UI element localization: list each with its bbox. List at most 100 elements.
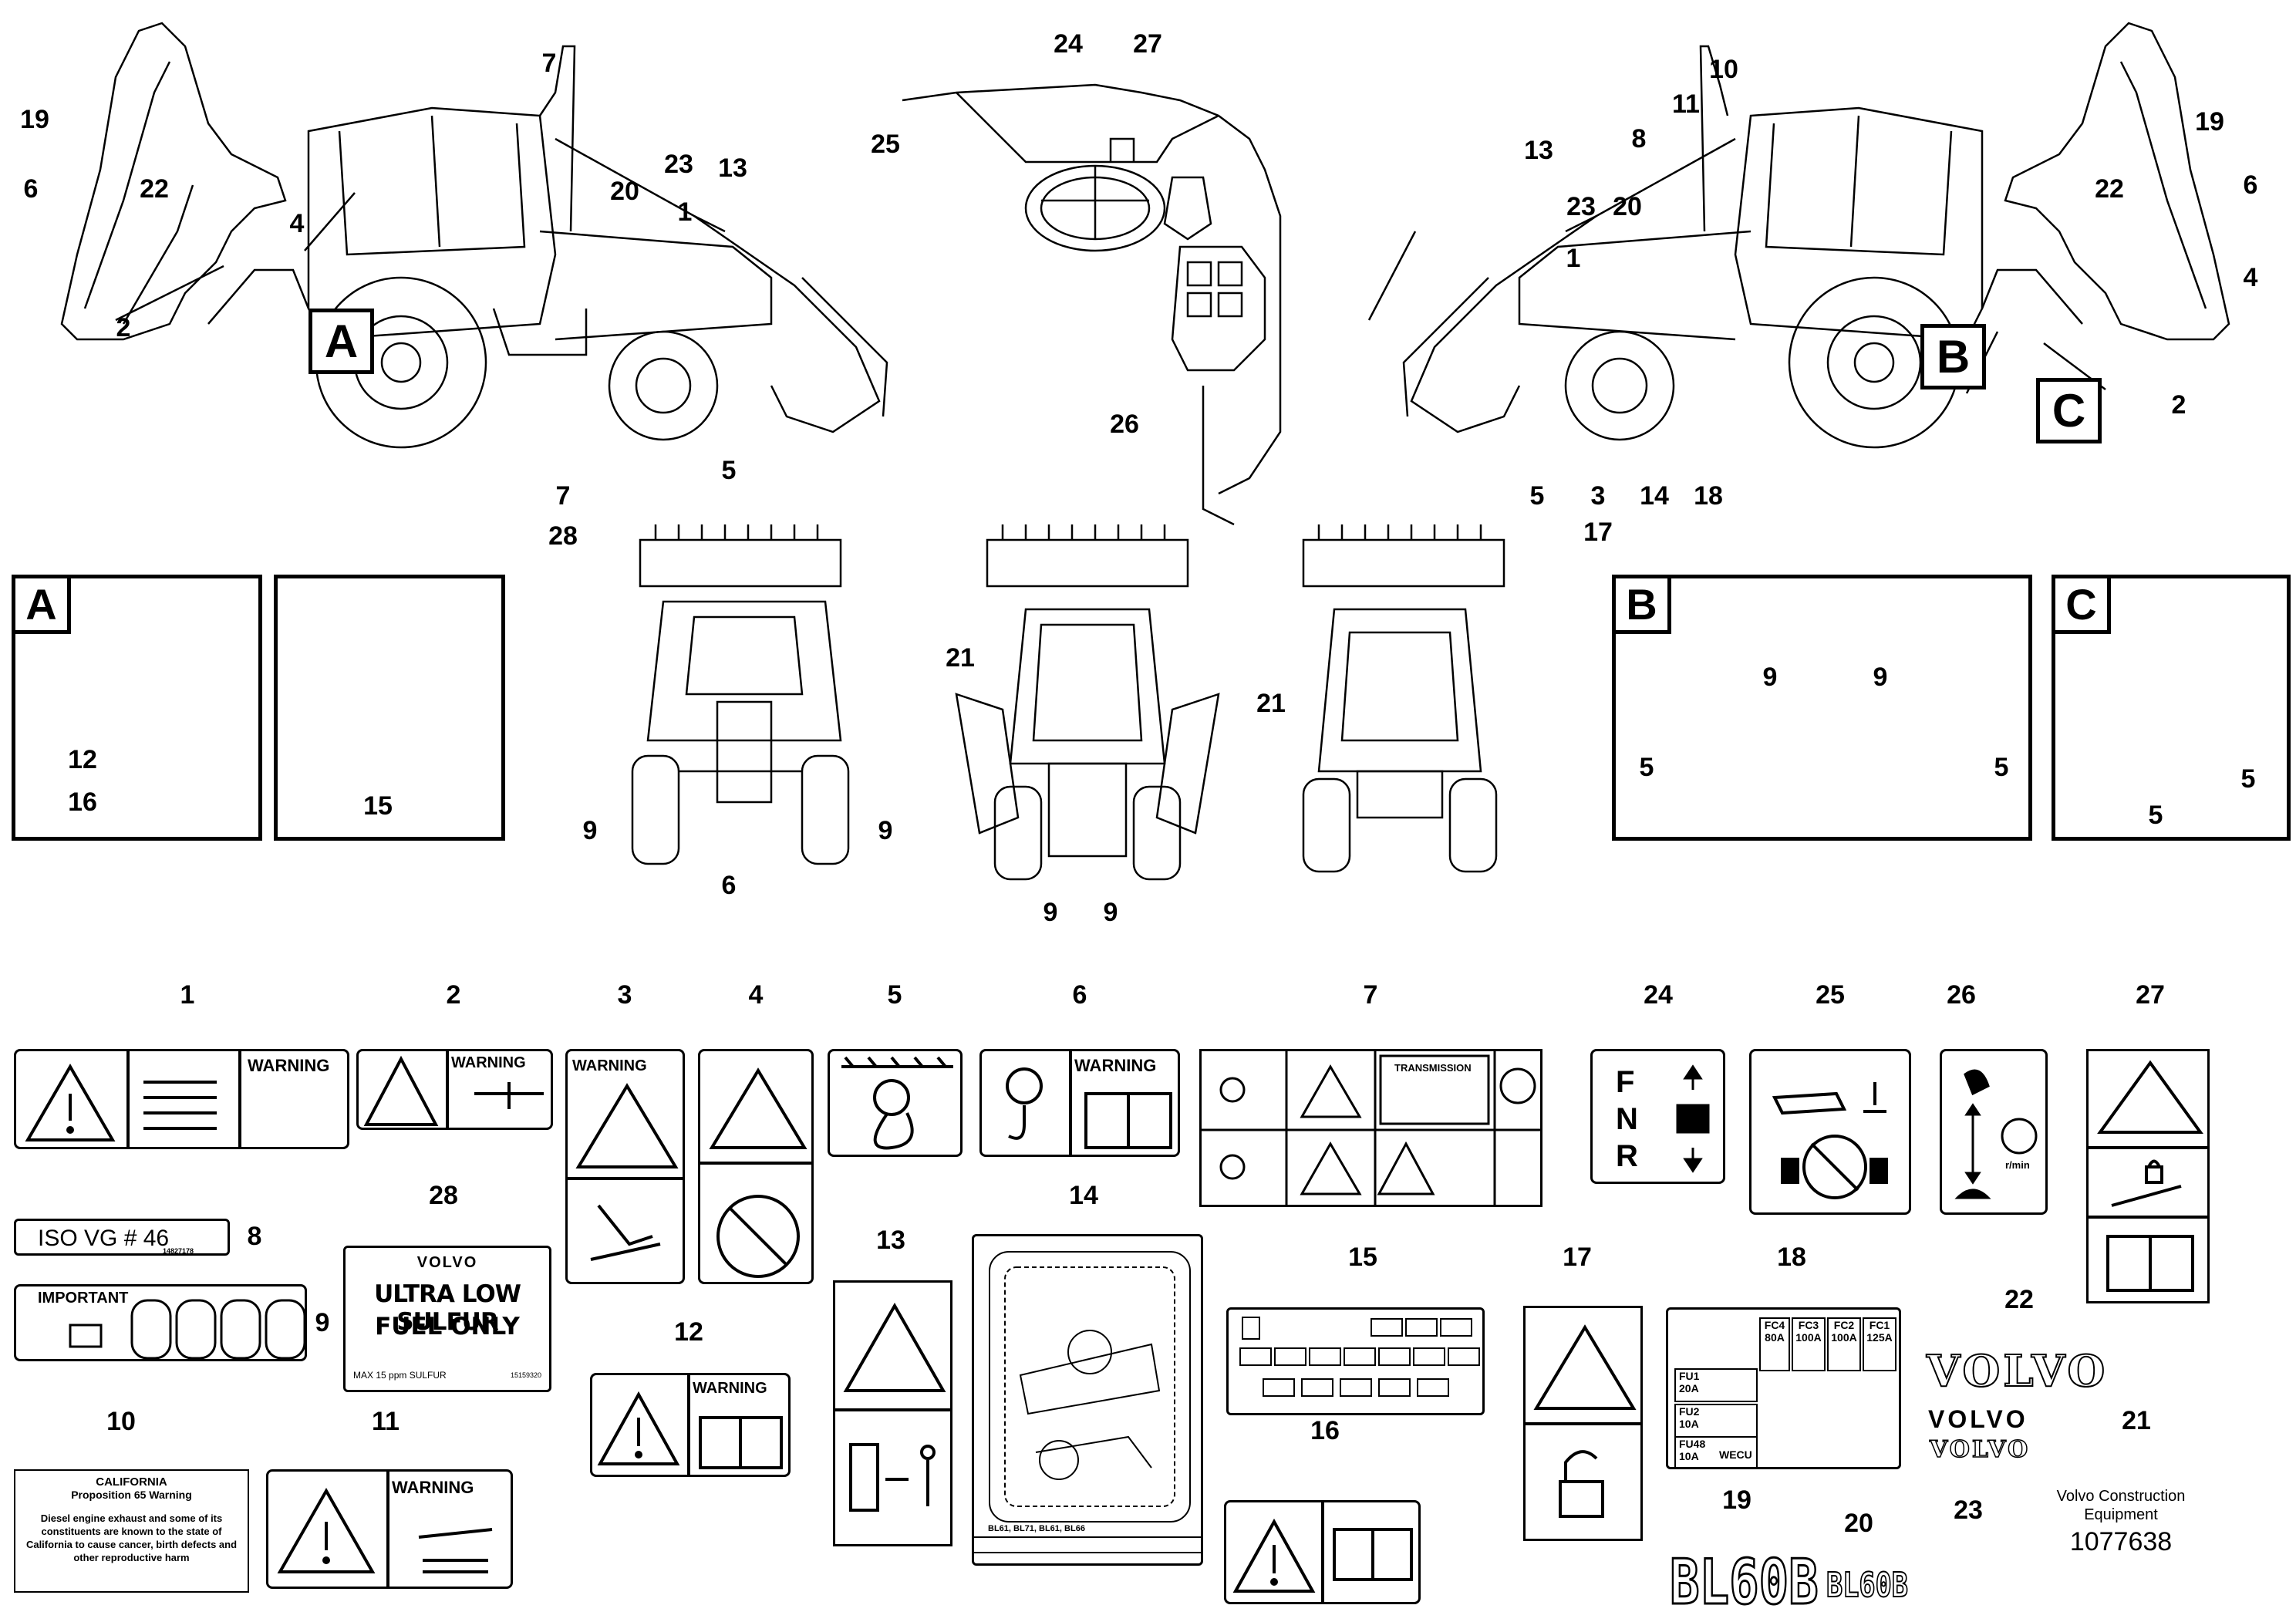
decal-label-5: 5 (887, 980, 902, 1010)
ref-5-left: 5 (721, 456, 737, 485)
decal-4 (698, 1049, 814, 1284)
shift-f: F (1616, 1065, 1635, 1099)
decal-8: ISO VG # 46 14827178 (14, 1219, 230, 1256)
ref-5-br: 5 (1994, 753, 2009, 782)
fuse-wecu: WECU (1719, 1448, 1752, 1461)
decal-label-3: 3 (617, 980, 632, 1010)
decal-label-20: 20 (1844, 1509, 1873, 1538)
crush-hazard-icon (363, 1051, 544, 1128)
transmission-decal-art (1202, 1051, 1540, 1205)
keep-distance-icon (835, 1302, 950, 1512)
decal-11: WARNING (266, 1469, 513, 1589)
decal-label-23: 23 (1954, 1496, 1983, 1525)
ref-21-r3: 21 (1256, 689, 1286, 718)
ref-4-left: 4 (289, 209, 305, 238)
ref-5-cl: 5 (2148, 801, 2163, 830)
detail-box-c: C (2052, 575, 2291, 841)
ref-1-left: 1 (677, 197, 693, 227)
decal-label-24: 24 (1644, 980, 1673, 1010)
decal-9-controls-icon (69, 1299, 305, 1359)
ref-16-boxa: 16 (68, 787, 97, 817)
leader-lines (115, 192, 2106, 394)
shift-r: R (1616, 1139, 1638, 1173)
ref-15-box: 15 (363, 791, 393, 821)
decal-15 (1226, 1307, 1485, 1415)
decal-7-transmission: TRANSMISSION (1394, 1062, 1472, 1074)
ref-6-right: 6 (2243, 170, 2258, 200)
decal-5 (828, 1049, 963, 1157)
decal-10-title: CALIFORNIA (96, 1475, 167, 1489)
decal-28-part: 15159320 (510, 1371, 541, 1379)
hook-manual-icon (1006, 1051, 1172, 1155)
ref-20-right: 20 (1613, 192, 1642, 221)
decal-28-small: MAX 15 ppm SULFUR (353, 1370, 447, 1381)
company-name: Volvo Construction Equipment (2044, 1487, 2198, 1524)
ref-9-r2r: 9 (1103, 898, 1118, 927)
decal-1: WARNING (14, 1049, 349, 1149)
decal-6-warning: WARNING (1074, 1056, 1157, 1075)
decal-28-brand: VOLVO (416, 1254, 478, 1271)
ref-22-left: 22 (140, 174, 169, 204)
decal-28-line2: FUEL ONLY (375, 1313, 520, 1340)
decal-28: VOLVO ULTRA LOW SULFUR FUEL ONLY MAX 15 … (343, 1246, 551, 1392)
decal-17 (1523, 1306, 1643, 1541)
decal-label-12: 12 (674, 1317, 703, 1347)
ref-7-top: 7 (541, 49, 557, 78)
decal-label-10: 10 (106, 1407, 136, 1436)
decal-26: r/min (1940, 1049, 2048, 1215)
decal-26-rpm: r/min (2005, 1159, 2030, 1171)
unlock-icon (1526, 1324, 1640, 1518)
service-diagram-art (974, 1251, 1201, 1553)
decal-label-8: 8 (247, 1222, 262, 1251)
decal-7: TRANSMISSION (1199, 1049, 1542, 1207)
ref-2-left: 2 (116, 313, 131, 342)
ref-13-right: 13 (1524, 136, 1553, 165)
decal-label-7: 7 (1363, 980, 1378, 1010)
lock-manual-icon (2089, 1060, 2207, 1292)
decal-label-13: 13 (876, 1226, 905, 1255)
ref-23-right: 23 (1566, 192, 1596, 221)
decal-1-warning: WARNING (248, 1056, 330, 1075)
callout-b: B (1920, 324, 1986, 389)
fall-hazard-icon (568, 1083, 683, 1261)
ref-19-right: 19 (2195, 107, 2224, 137)
decal-28-line1: ULTRA LOW SULFUR (374, 1280, 521, 1336)
model-badge-19: BL60B (1669, 1546, 1819, 1620)
ref-13-left: 13 (718, 153, 747, 183)
ref-8-right: 8 (1631, 124, 1647, 153)
right-side-view (1402, 22, 2230, 449)
decal-16 (1224, 1500, 1421, 1604)
decal-10-sub: Proposition 65 Warning (71, 1489, 192, 1501)
detail-box-a: A (12, 575, 262, 841)
decal-27 (2086, 1049, 2210, 1303)
pedal-lock-icon (1772, 1082, 1888, 1199)
ref-9-br: 9 (1873, 663, 1888, 692)
decal-label-27: 27 (2136, 980, 2165, 1010)
speed-icon (1954, 1069, 2038, 1199)
decal-label-15: 15 (1348, 1243, 1377, 1272)
ref-18-right: 18 (1694, 481, 1723, 511)
decal-2-warning: WARNING (451, 1054, 526, 1071)
decal-label-9: 9 (315, 1308, 330, 1337)
no-entry-icon (700, 1067, 811, 1278)
decal-14: BL61, BL71, BL61, BL66 (972, 1234, 1203, 1566)
ref-22-right: 22 (2095, 174, 2124, 204)
ref-10-right: 10 (1709, 55, 1738, 84)
ref-9-r1l: 9 (582, 816, 598, 845)
decal-10-body: Diesel engine exhaust and some of its co… (25, 1512, 238, 1563)
decal-label-26: 26 (1947, 980, 1976, 1010)
callout-c: C (2036, 378, 2102, 443)
decal-label-25: 25 (1816, 980, 1845, 1010)
rear-view-3 (1302, 524, 1505, 873)
direction-arrows-icon (1676, 1064, 1710, 1173)
volvo-logo-21: VOLVO (1928, 1405, 2028, 1433)
ref-4-right: 4 (2243, 263, 2258, 292)
decal-label-16: 16 (1310, 1416, 1340, 1445)
ref-14-right: 14 (1640, 481, 1669, 511)
lifting-point-icon (841, 1056, 953, 1150)
